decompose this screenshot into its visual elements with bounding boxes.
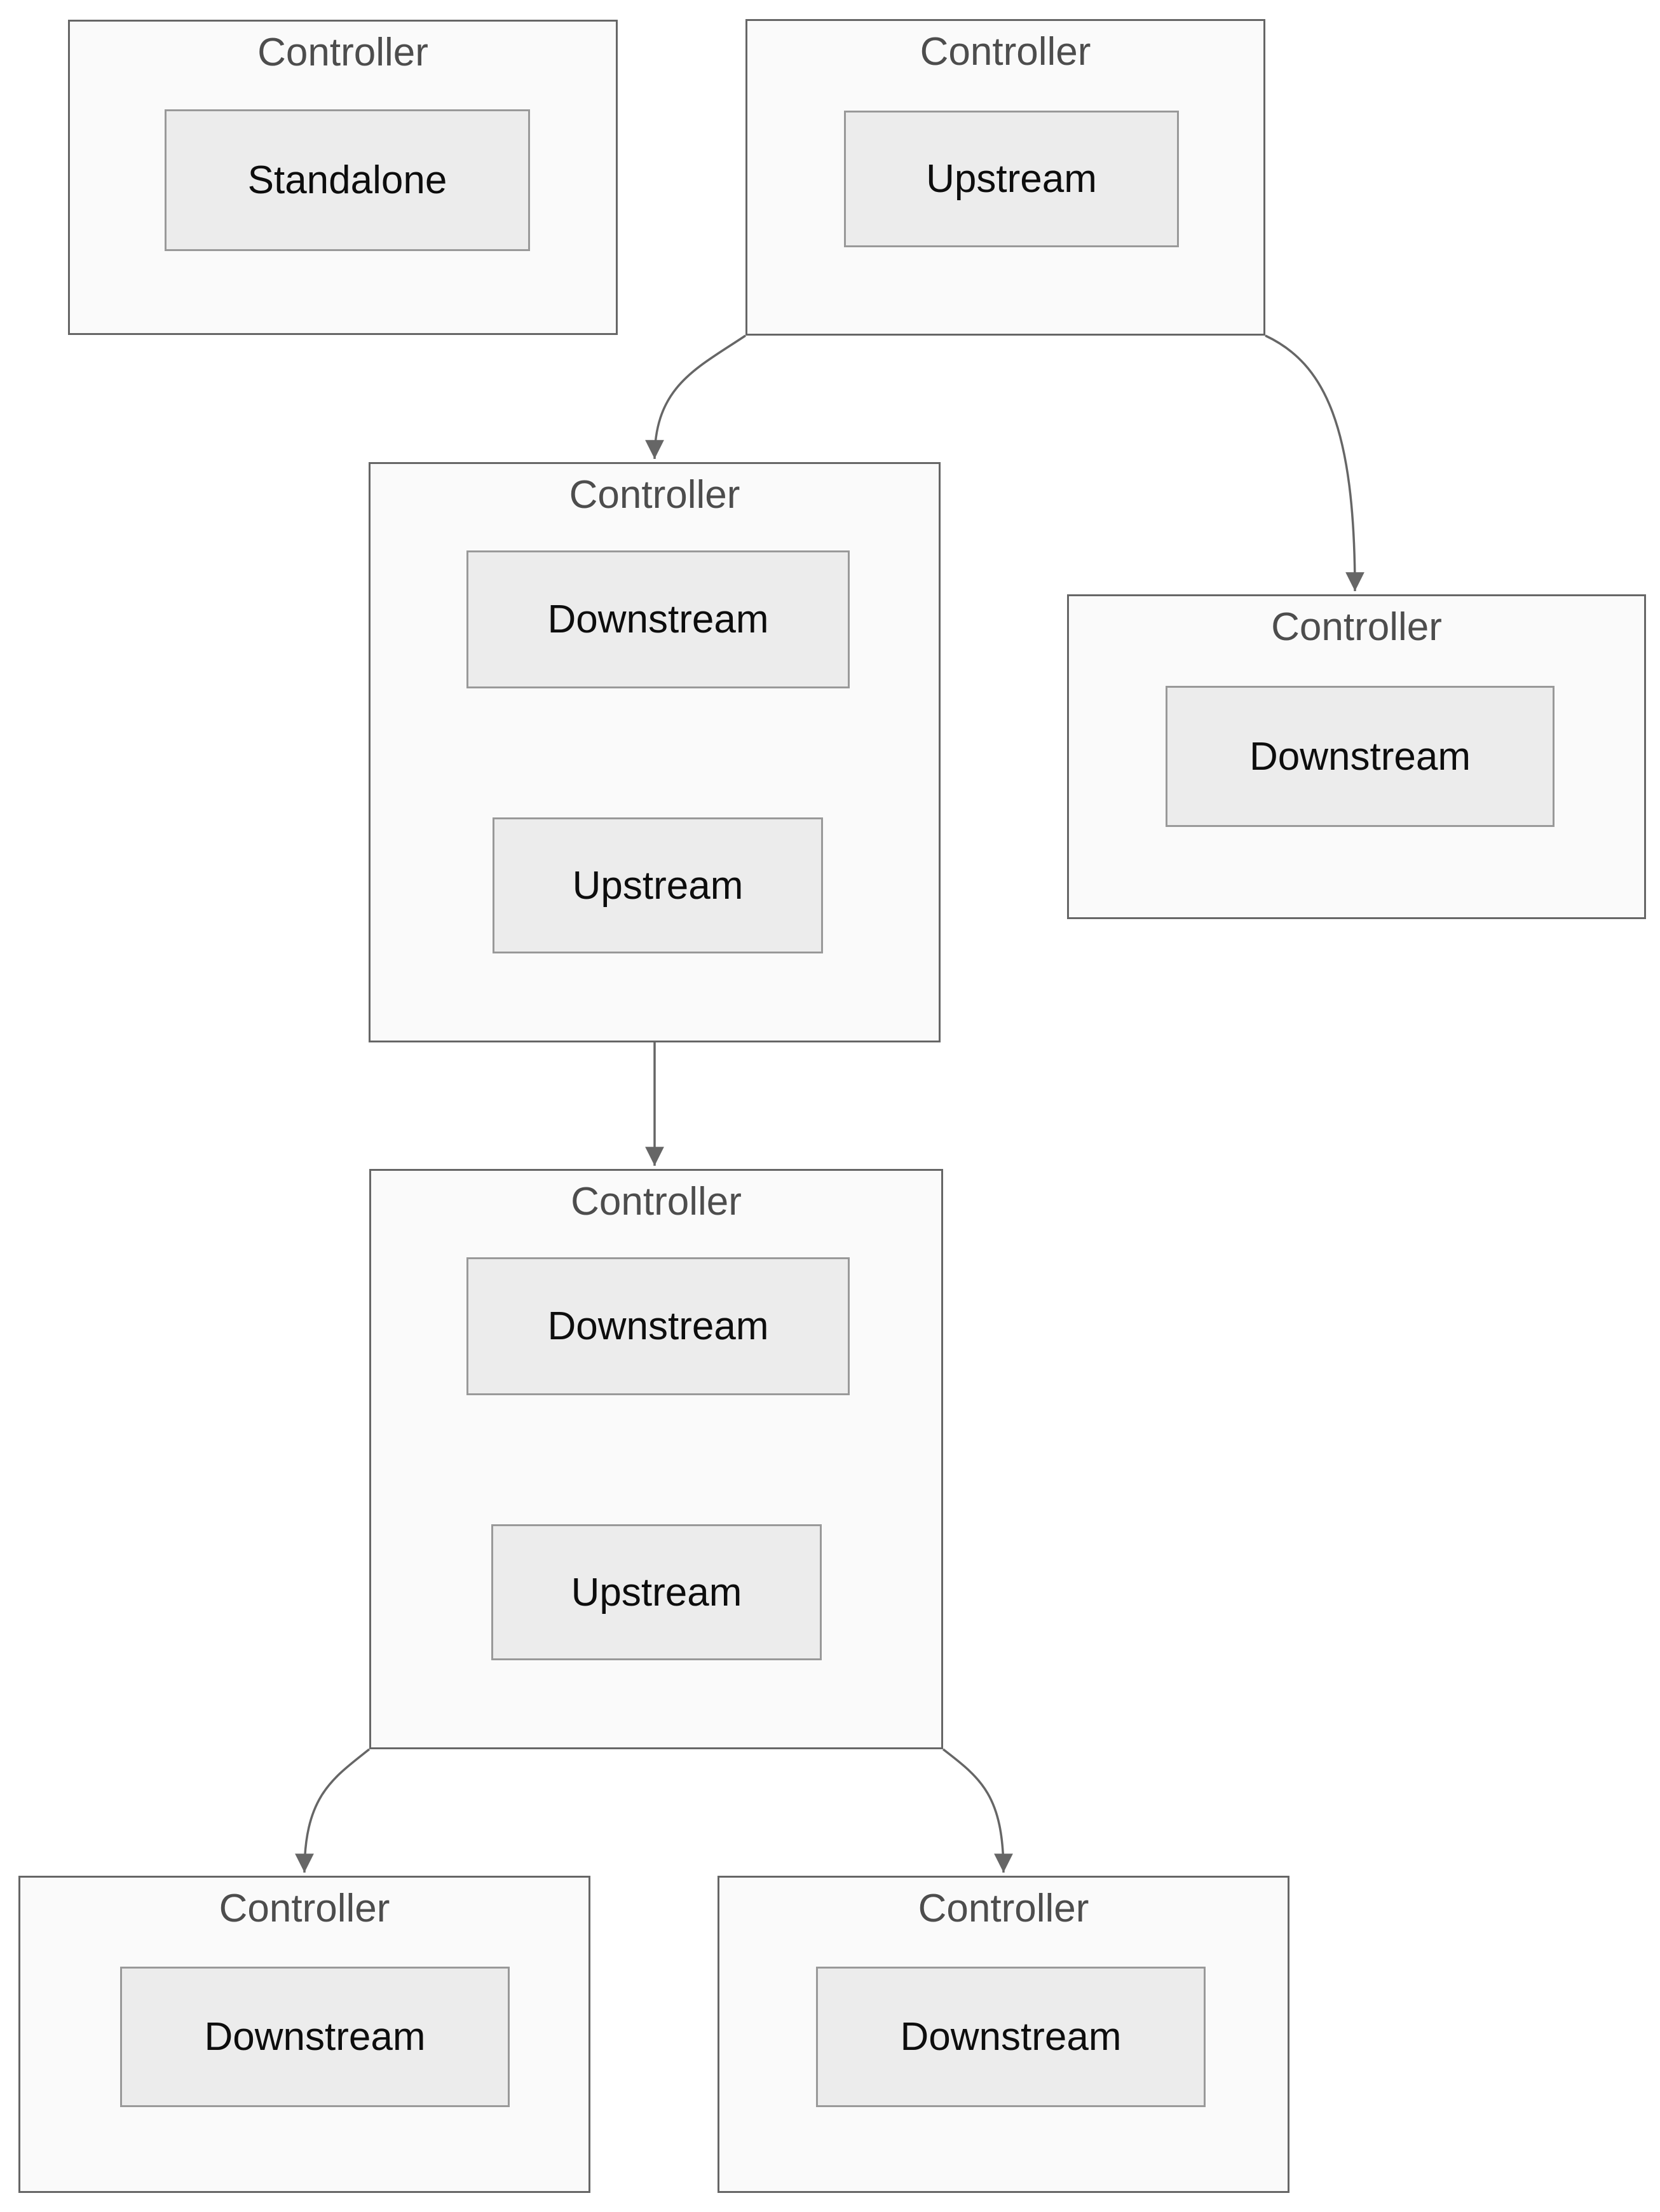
connector-5-6	[295, 1748, 371, 1873]
module-downstream: Downstream	[466, 1257, 850, 1395]
module-downstream: Downstream	[120, 1967, 510, 2107]
module-downstream: Downstream	[816, 1967, 1206, 2107]
controller-node-4: Controller Downstream	[1067, 594, 1646, 919]
node-title: Controller	[569, 473, 740, 517]
module-downstream: Downstream	[1166, 686, 1555, 827]
controller-node-1: Controller Standalone	[68, 20, 618, 335]
module-upstream: Upstream	[844, 111, 1179, 247]
controller-node-5: Controller Downstream Upstream	[369, 1169, 943, 1749]
node-title: Controller	[571, 1180, 742, 1224]
node-title: Controller	[257, 31, 428, 74]
connector-2-4	[1265, 334, 1364, 592]
controller-node-7: Controller Downstream	[718, 1876, 1289, 2193]
module-upstream: Upstream	[491, 1524, 822, 1660]
connector-2-3	[645, 334, 746, 460]
node-title: Controller	[920, 30, 1091, 74]
controller-node-6: Controller Downstream	[18, 1876, 590, 2193]
module-upstream: Upstream	[493, 817, 823, 953]
module-downstream: Downstream	[466, 550, 850, 688]
node-title: Controller	[1271, 605, 1442, 649]
controller-node-3: Controller Downstream Upstream	[369, 462, 941, 1042]
controller-node-2: Controller Upstream	[745, 19, 1265, 336]
connector-5-7	[942, 1748, 1013, 1873]
node-title: Controller	[219, 1887, 390, 1930]
module-standalone: Standalone	[165, 109, 530, 251]
node-title: Controller	[918, 1887, 1089, 1930]
